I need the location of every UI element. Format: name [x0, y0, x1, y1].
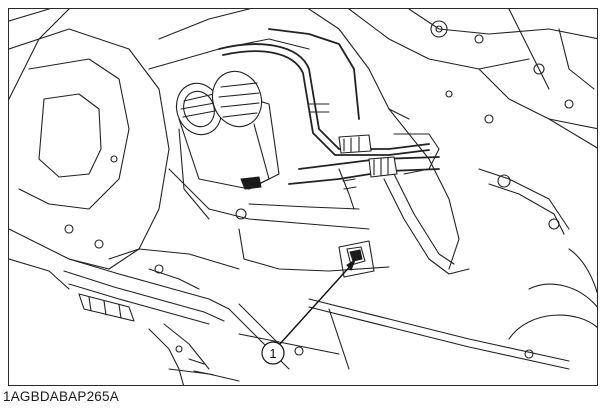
figure-code: 1AGBDABAP265A [3, 389, 119, 404]
engine-block [9, 9, 390, 290]
callout-arrowhead [346, 258, 357, 271]
callout-1: 1 [261, 341, 285, 365]
pressure-switch [338, 240, 375, 278]
engine-linework-drawing: 1 [9, 9, 597, 385]
callout-number: 1 [269, 346, 276, 361]
fuel-lines [218, 28, 440, 210]
linkage-rod [238, 298, 570, 370]
oil-filter [175, 70, 280, 190]
callout-leader-line [278, 262, 354, 346]
transmission-housing [308, 9, 597, 270]
pedal-linkage [148, 323, 240, 385]
illustration-frame: 1 [8, 8, 598, 386]
support-bracket [383, 168, 597, 340]
